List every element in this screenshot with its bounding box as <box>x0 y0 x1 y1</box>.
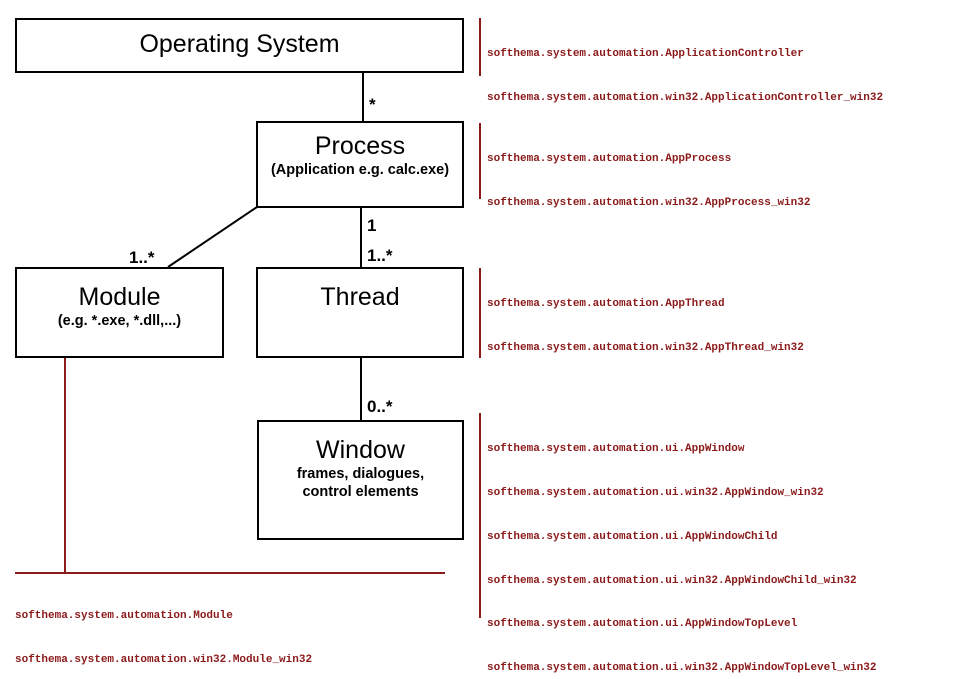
multiplicity-process-to-module: 1..* <box>129 248 155 267</box>
uml-box-operating-system[interactable]: Operating System <box>15 18 464 73</box>
annotation-app-process: softhema.system.automation.AppProcess so… <box>479 123 810 209</box>
annotation-line: softhema.system.automation.ui.AppWindowT… <box>487 618 798 631</box>
box-title-thread: Thread <box>320 283 400 311</box>
annotation-line: softhema.system.automation.ui.AppWindow <box>487 443 745 456</box>
box-subtitle-process: (Application e.g. calc.exe) <box>270 161 450 178</box>
multiplicity-process-to-thread-top: 1 <box>367 216 377 235</box>
connector-os-to-process <box>362 73 364 121</box>
box-title-window: Window <box>316 436 405 464</box>
annotation-line: softhema.system.automation.win32.Module_… <box>15 653 313 666</box>
annotation-application-controller: softhema.system.automation.ApplicationCo… <box>479 18 883 104</box>
annotation-line: softhema.system.automation.AppThread <box>487 298 725 311</box>
annotation-line: softhema.system.automation.ui.win32.AppW… <box>487 662 877 675</box>
annotation-line: softhema.system.automation.win32.Applica… <box>487 91 884 104</box>
connector-process-to-thread <box>360 208 362 267</box>
annotation-module-classes: softhema.system.automation.Module softhe… <box>15 580 378 679</box>
box-subtitle-module: (e.g. *.exe, *.dll,...) <box>57 312 182 329</box>
uml-box-window[interactable]: Window frames, dialogues, control elemen… <box>257 420 464 540</box>
annotation-line: softhema.system.automation.ui.win32.AppW… <box>487 574 857 587</box>
annotation-app-window: softhema.system.automation.ui.AppWindow … <box>479 413 876 674</box>
annotation-app-thread: softhema.system.automation.AppThread sof… <box>479 268 804 358</box>
annotation-leader-vertical-module <box>64 358 66 573</box>
connector-thread-to-window <box>360 358 362 420</box>
annotation-line: softhema.system.automation.win32.AppThre… <box>487 341 804 354</box>
multiplicity-thread-to-window: 0..* <box>367 397 393 416</box>
uml-box-thread[interactable]: Thread <box>256 267 464 358</box>
multiplicity-process-to-thread-bottom: 1..* <box>367 246 393 265</box>
annotation-line: softhema.system.automation.win32.AppProc… <box>487 196 811 209</box>
annotation-line: softhema.system.automation.ApplicationCo… <box>487 48 804 61</box>
annotation-line: softhema.system.automation.ui.win32.AppW… <box>487 486 824 499</box>
annotation-line: softhema.system.automation.Module <box>15 610 233 623</box>
connector-process-to-module <box>167 206 258 268</box>
box-title-module: Module <box>78 283 161 311</box>
box-title-process: Process <box>314 132 406 160</box>
uml-box-module[interactable]: Module (e.g. *.exe, *.dll,...) <box>15 267 224 358</box>
multiplicity-os-to-process: * <box>369 95 376 114</box>
annotation-line: softhema.system.automation.AppProcess <box>487 153 732 166</box>
box-title-operating-system: Operating System <box>139 30 340 58</box>
uml-box-process[interactable]: Process (Application e.g. calc.exe) <box>256 121 464 208</box>
box-subtitle-window-line1: frames, dialogues, <box>296 465 425 482</box>
annotation-line: softhema.system.automation.ui.AppWindowC… <box>487 530 778 543</box>
box-subtitle-window-line2: control elements <box>302 483 419 500</box>
annotation-leader-horizontal-module <box>15 572 445 574</box>
